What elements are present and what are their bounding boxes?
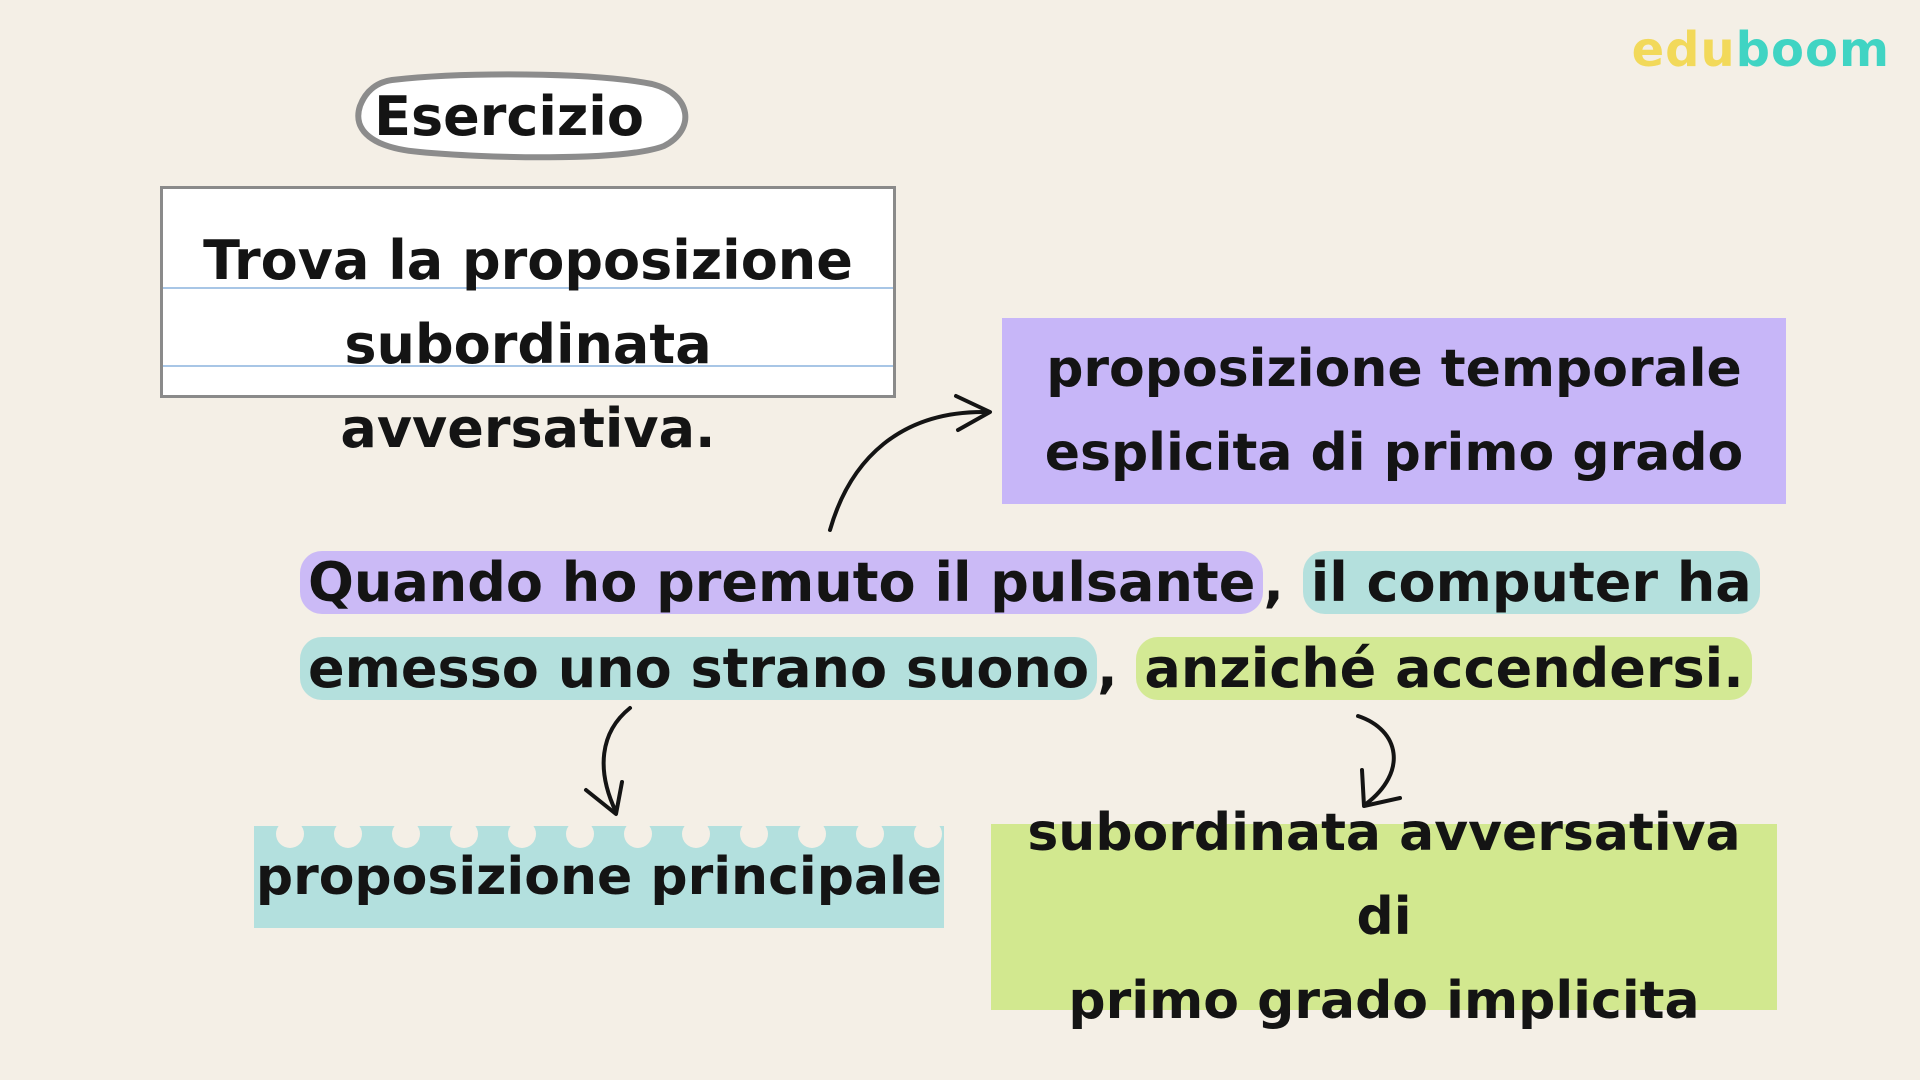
- exercise-title: Esercizio: [374, 84, 644, 148]
- instruction-line-1: Trova la proposizione: [203, 229, 853, 292]
- logo-part-edu: edu: [1631, 22, 1736, 78]
- label-adversative-clause: subordinata avversativa di primo grado i…: [991, 803, 1777, 1031]
- notebook-holes: [254, 820, 944, 850]
- arrow-to-adversative-icon: [1356, 714, 1402, 808]
- highlight-main-clause-part-1: il computer ha: [1302, 551, 1760, 614]
- logo-part-boom: boom: [1735, 22, 1890, 78]
- card-rule-line: [163, 365, 893, 367]
- eduboom-logo: eduboom: [1632, 22, 1890, 78]
- sentence-line-2: emesso uno strano suono, anziché accende…: [300, 626, 1752, 712]
- sentence-comma: ,: [1263, 551, 1284, 614]
- example-sentence: Quando ho premuto il pulsante, il comput…: [300, 540, 1760, 712]
- highlight-temporal-clause: Quando ho premuto il pulsante: [300, 551, 1264, 614]
- sentence-comma: ,: [1097, 637, 1118, 700]
- highlight-adversative-clause: anziché accendersi.: [1136, 637, 1752, 700]
- instruction-card: Trova la proposizione subordinata avvers…: [160, 186, 896, 460]
- instruction-line-2: subordinata avversativa.: [340, 313, 716, 460]
- label-main-clause: proposizione principale: [254, 820, 944, 928]
- title-bubble-outline: [355, 71, 689, 161]
- label-adversative-line-1: subordinata avversativa di: [1027, 803, 1741, 947]
- arrow-to-temporal-icon: [828, 394, 992, 532]
- label-main-clause-text: proposizione principale: [255, 847, 943, 907]
- highlight-main-clause-part-2: emesso uno strano suono: [300, 637, 1098, 700]
- exercise-title-bubble: Esercizio: [352, 70, 694, 162]
- instruction-text: Trova la proposizione subordinata avvers…: [163, 219, 893, 471]
- sentence-line-1: Quando ho premuto il pulsante, il comput…: [300, 540, 1760, 626]
- label-temporal-line-2: esplicita di primo grado: [1044, 423, 1744, 483]
- card-rule-line: [163, 287, 893, 289]
- arrow-to-main-clause-icon: [584, 706, 632, 816]
- label-temporal-line-1: proposizione temporale: [1046, 339, 1742, 399]
- label-adversative-line-2: primo grado implicita: [1068, 971, 1700, 1031]
- label-temporal-clause: proposizione temporale esplicita di prim…: [1002, 318, 1786, 504]
